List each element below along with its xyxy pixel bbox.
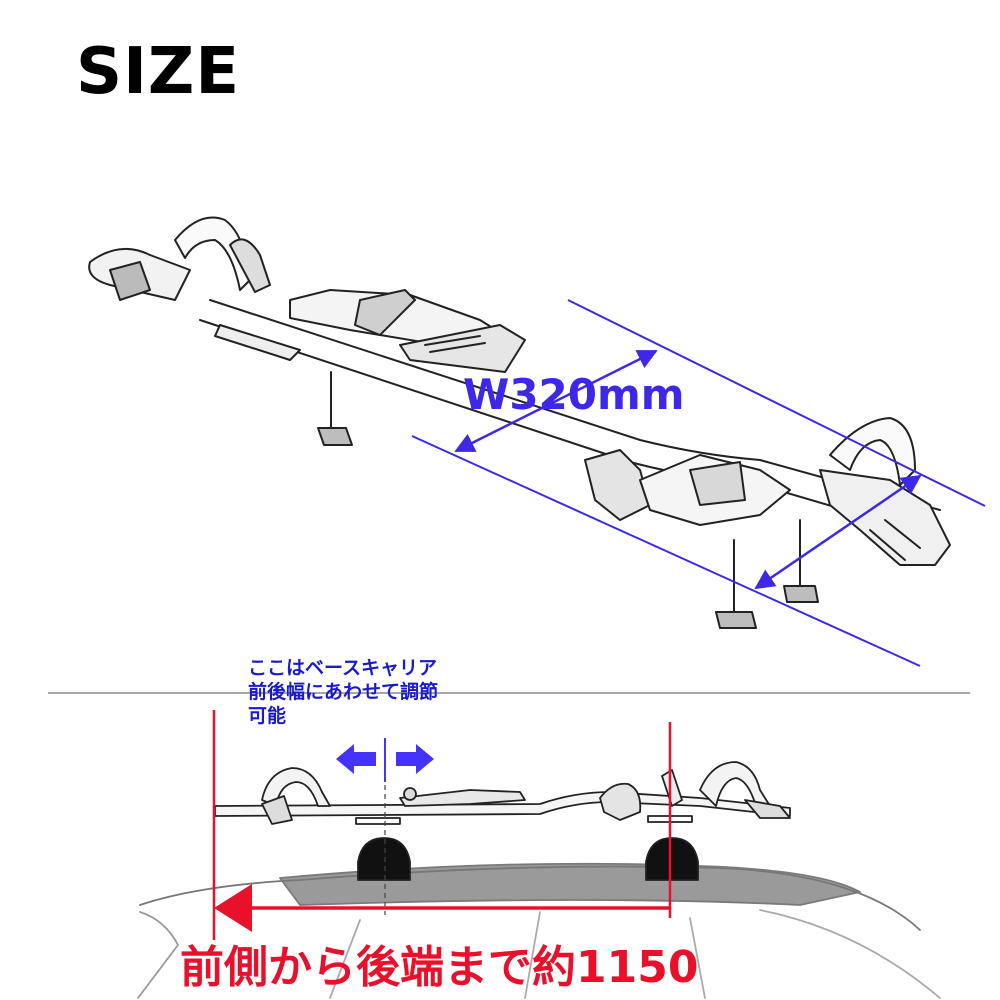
adjustment-note-line: ここはベースキャリア: [248, 657, 438, 679]
width-dimension-arrow-left: [454, 349, 658, 453]
width-extension-line-upper: [567, 299, 986, 507]
adjustment-note-line: 前後幅にあわせて調節: [248, 681, 439, 703]
page-title: SIZE: [76, 35, 241, 109]
adjustment-note-line: 可能: [248, 705, 287, 727]
adjustment-note: ここはベースキャリア 前後幅にあわせて調節 可能: [248, 656, 438, 728]
arrow-left-icon: [336, 744, 376, 774]
length-dimension-label: 前側から後端まで約1150: [180, 942, 699, 993]
arrow-right-icon: [396, 744, 434, 774]
width-extension-line-lower: [411, 435, 921, 667]
width-dimension-arrow-right: [754, 474, 922, 590]
width-dimension-label: W320mm: [463, 370, 685, 419]
arrow-left-icon: [214, 884, 252, 932]
